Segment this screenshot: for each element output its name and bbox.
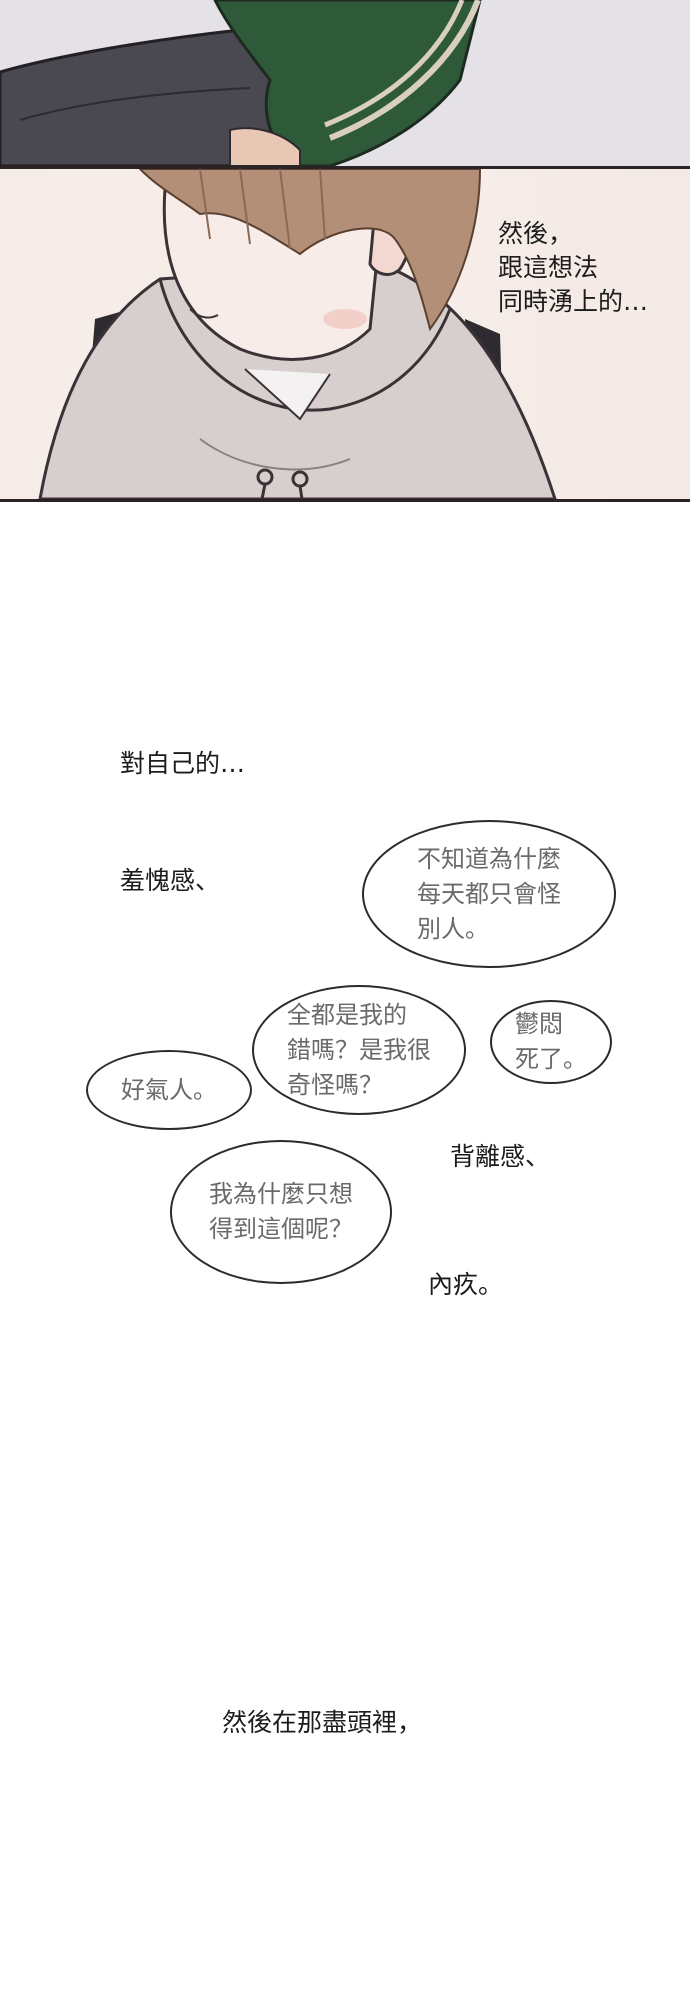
thought-bubble-blame: 不知道為什麼 每天都只會怪 別人。 [362,820,616,968]
caption-betrayal: 背離感、 [450,1142,551,1171]
narration-box: 然後， 跟這想法 同時湧上的… [498,217,648,319]
bubble-line: 奇怪嗎？ [287,1070,383,1099]
bubble-line: 好氣人。 [121,1075,217,1104]
bubble-line: 別人。 [417,914,489,943]
panel-top-illustration [0,0,690,166]
thought-bubble-my-fault-text: 全都是我的 錯嗎？是我很 奇怪嗎？ [287,998,431,1103]
caption-guilt: 內疚。 [428,1270,504,1299]
bubble-line: 不知道為什麼 [417,844,561,873]
narration-line-2: 跟這想法 [498,253,599,282]
caption-end: 然後在那盡頭裡， [222,1708,423,1737]
bubble-line: 死了。 [515,1045,587,1073]
thought-bubble-gloomy: 鬱悶 死了。 [490,1000,612,1084]
bubble-line: 得到這個呢？ [209,1215,353,1243]
bubble-line: 錯嗎？是我很 [287,1035,431,1064]
caption-shame: 羞愧感、 [120,866,221,895]
comic-panel-boy: 然後， 跟這想法 同時湧上的… [0,169,690,502]
thought-bubble-blame-text: 不知道為什麼 每天都只會怪 別人。 [417,842,561,947]
caption-about-self: 對自己的… [120,749,246,778]
thought-bubble-why-me: 我為什麼只想 得到這個呢？ [170,1140,392,1284]
bubble-line: 鬱悶 [515,1010,563,1038]
thought-bubble-why-me-text: 我為什麼只想 得到這個呢？ [209,1177,353,1247]
narration-line-3: 同時湧上的… [498,287,649,316]
thought-bubble-annoying: 好氣人。 [86,1050,252,1130]
thought-bubble-gloomy-text: 鬱悶 死了。 [515,1007,587,1077]
boy-illustration [38,169,557,499]
thought-bubble-annoying-text: 好氣人。 [121,1073,217,1108]
bubble-line: 每天都只會怪 [417,879,561,908]
bubble-line: 全都是我的 [287,1000,407,1029]
comic-panel-top [0,0,690,169]
narration-line-1: 然後， [498,219,574,248]
bubble-line: 我為什麼只想 [209,1180,353,1208]
thought-bubble-my-fault: 全都是我的 錯嗎？是我很 奇怪嗎？ [252,985,466,1115]
